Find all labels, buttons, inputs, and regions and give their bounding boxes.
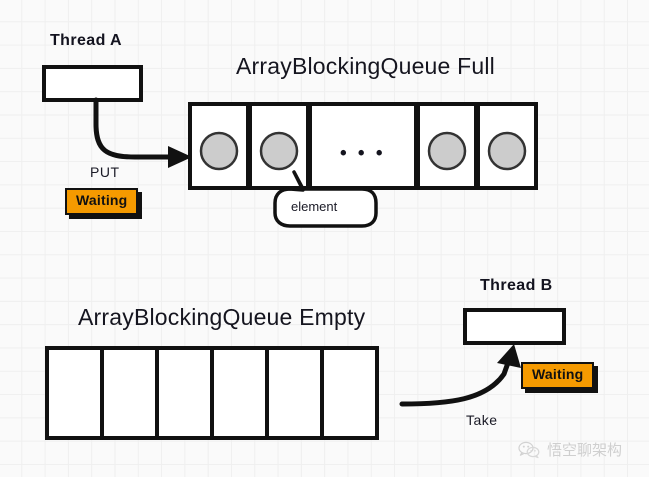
top-queue-cell-4 bbox=[476, 102, 538, 190]
queue-element-0 bbox=[199, 131, 239, 171]
bottom-queue-cell-4 bbox=[265, 346, 324, 440]
bottom-queue-cell-3 bbox=[210, 346, 269, 440]
top-queue-title: ArrayBlockingQueue Full bbox=[236, 53, 495, 79]
queue-element-4 bbox=[487, 131, 527, 171]
take-operation-label: Take bbox=[466, 412, 498, 428]
put-operation-label: PUT bbox=[90, 164, 120, 180]
thread-b-box bbox=[463, 308, 566, 345]
queue-element-3 bbox=[427, 131, 467, 171]
thread-b-status-badge[interactable]: Waiting bbox=[521, 362, 595, 389]
thread-a-label: Thread A bbox=[50, 32, 122, 49]
take-arrow-head bbox=[497, 344, 521, 368]
thread-b-label: Thread B bbox=[480, 277, 553, 294]
put-arrow-head bbox=[168, 146, 192, 168]
queue-ellipsis: • • • bbox=[340, 143, 386, 164]
bottom-queue-cell-1 bbox=[100, 346, 159, 440]
element-callout-label: element bbox=[291, 199, 338, 214]
bottom-queue-cell-2 bbox=[155, 346, 214, 440]
element-callout-bubble bbox=[273, 170, 378, 228]
thread-a-status-badge[interactable]: Waiting bbox=[65, 188, 139, 215]
take-arrow bbox=[399, 357, 512, 407]
bottom-queue-cell-0 bbox=[45, 346, 104, 440]
wechat-icon bbox=[518, 441, 540, 458]
watermark-text: 悟空聊架构 bbox=[547, 441, 623, 459]
bottom-queue-cell-5 bbox=[320, 346, 379, 440]
bottom-queue-title: ArrayBlockingQueue Empty bbox=[78, 304, 366, 330]
thread-a-box bbox=[42, 65, 143, 102]
watermark: 悟空聊架构 bbox=[518, 439, 622, 460]
put-arrow bbox=[93, 97, 175, 160]
queue-element-1 bbox=[259, 131, 299, 171]
